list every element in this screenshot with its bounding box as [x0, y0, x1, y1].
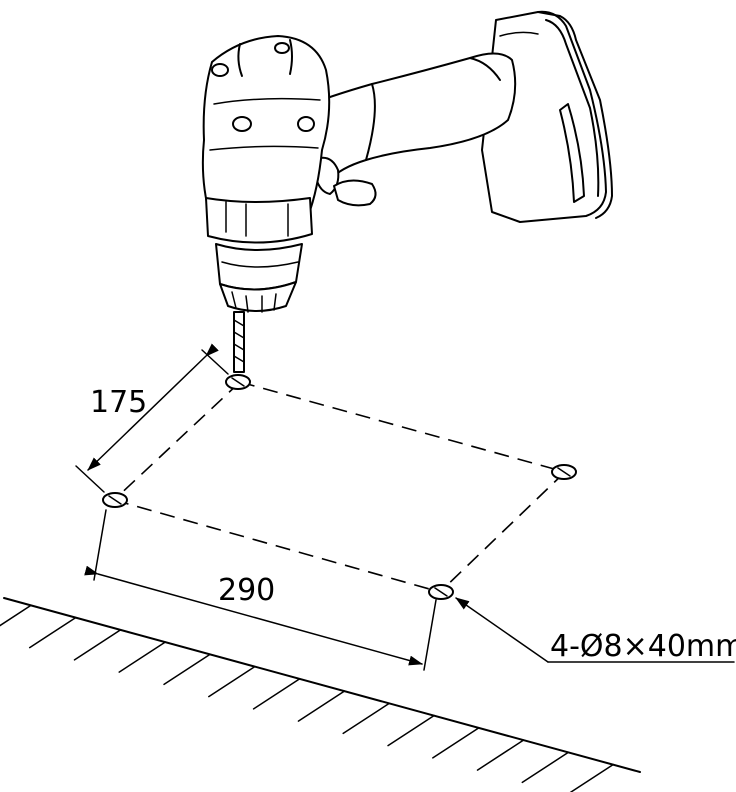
drill-illustration — [201, 10, 613, 373]
ground-hatch-line — [73, 629, 122, 661]
ground-hatch-line — [208, 665, 256, 698]
width-dimension-label: 290 — [218, 573, 275, 608]
drill-body — [201, 35, 517, 313]
ground-hatch-line — [0, 604, 32, 627]
hole-spec-callout: 4-Ø8×40mm — [455, 597, 736, 664]
ground-surface — [0, 597, 641, 792]
ground-hatch-line — [163, 653, 211, 686]
ground-hatch-line — [252, 678, 301, 710]
hole-marker-right — [551, 464, 577, 480]
dimension-290: 290 — [84, 509, 437, 671]
hole-marker-top — [225, 374, 251, 390]
ground-hatch-line — [432, 727, 480, 759]
ground-hatch-line — [297, 690, 346, 722]
ground-hatch-line — [118, 641, 166, 673]
ground-hatch-line — [28, 616, 77, 649]
hole-marker-left — [102, 492, 128, 508]
drill-bit — [233, 311, 245, 373]
depth-dimension-label: 175 — [90, 385, 147, 420]
ground-hatch-line — [521, 751, 570, 784]
ground-hatch-line — [342, 702, 390, 735]
hole-spec-label: 4-Ø8×40mm — [550, 629, 736, 664]
ground-hatch-line — [569, 763, 614, 792]
ground-hatch-line — [387, 714, 435, 747]
dimension-175: 175 — [75, 343, 229, 493]
ground-hatch-line — [476, 739, 525, 771]
hole-marker-bottom — [428, 584, 454, 600]
mounting-pattern — [102, 374, 577, 600]
